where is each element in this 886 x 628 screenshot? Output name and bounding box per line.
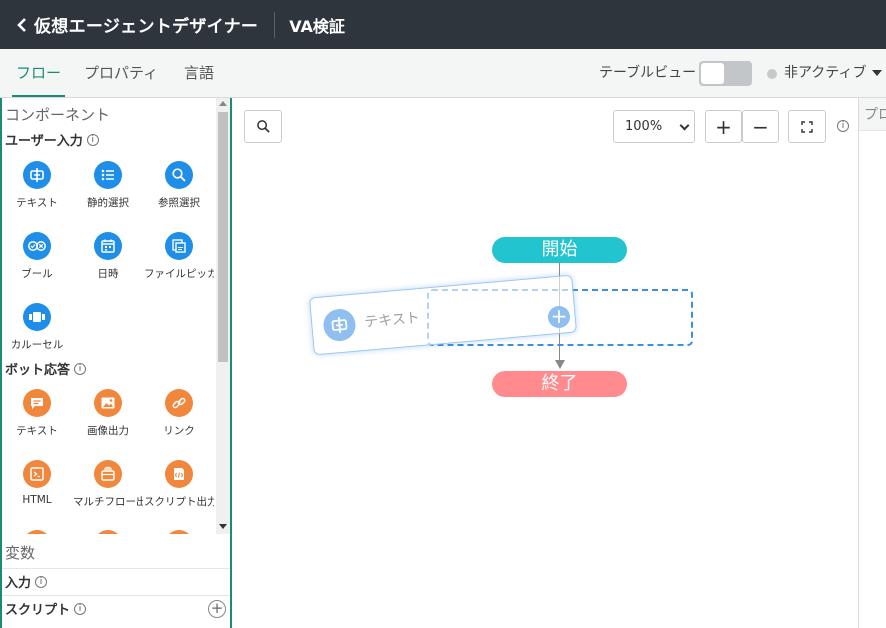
flow-canvas[interactable]: 100% + − i 開始 テキスト + 終了: [232, 98, 858, 628]
component-icon: [94, 530, 122, 534]
dragged-component-label: テキスト: [363, 310, 421, 331]
properties-panel-header: プロパティ: [859, 98, 886, 131]
toggle-knob: [701, 63, 724, 84]
back-button[interactable]: [0, 0, 28, 49]
scroll-down-icon[interactable]: [219, 524, 227, 529]
flow-name: VA検証: [289, 16, 345, 36]
link-icon: [165, 389, 193, 417]
info-icon[interactable]: i: [74, 362, 87, 375]
component-html[interactable]: HTML: [2, 460, 72, 506]
end-node[interactable]: 終了: [492, 371, 627, 397]
dragged-text-component[interactable]: テキスト: [308, 274, 578, 356]
info-icon[interactable]: i: [74, 602, 87, 615]
fullscreen-icon: [801, 120, 813, 133]
component-script-output[interactable]: スクリプト出力: [144, 460, 214, 509]
component-text-output[interactable]: テキスト: [2, 389, 72, 438]
info-icon[interactable]: i: [837, 120, 849, 132]
app-header: 仮想エージェントデザイナー VA検証: [0, 0, 886, 49]
component-file-picker[interactable]: ファイルピッカー: [144, 232, 214, 281]
component-static-choice[interactable]: 静的選択: [73, 161, 143, 210]
variables-input-row[interactable]: 入力 i: [2, 568, 230, 594]
bot-response-header: ボット応答 i: [5, 359, 87, 378]
zoom-out-button[interactable]: −: [742, 110, 779, 143]
image-icon: [94, 389, 122, 417]
component-icon: [23, 530, 51, 534]
list-icon: [94, 161, 122, 189]
fit-to-screen-button[interactable]: [788, 110, 826, 143]
user-input-header: ユーザー入力 i: [5, 130, 99, 149]
add-node-button[interactable]: +: [548, 306, 570, 328]
properties-panel-title: プロパティ: [864, 107, 886, 123]
component-boolean[interactable]: ブール: [2, 232, 72, 281]
tab-properties[interactable]: プロパティ: [84, 64, 159, 82]
add-script-button[interactable]: +: [208, 600, 226, 618]
html-icon: [23, 460, 51, 488]
component-datetime[interactable]: 日時: [73, 232, 143, 281]
status-dot: [767, 69, 777, 79]
carousel-icon: [23, 303, 51, 331]
status-dropdown[interactable]: 非アクティブ: [784, 65, 867, 81]
component-multiflow-output[interactable]: マルチフロー出力: [73, 460, 143, 509]
calendar-icon: [94, 232, 122, 260]
arrowhead-icon: [555, 360, 565, 369]
component-icon: [165, 530, 193, 534]
multiflow-icon: [94, 460, 122, 488]
zoom-select[interactable]: 100%: [613, 110, 695, 143]
zoom-in-button[interactable]: +: [705, 110, 742, 143]
variables-title: 変数: [5, 544, 36, 562]
variables-script-row[interactable]: スクリプト i +: [2, 595, 230, 621]
text-input-icon: [23, 161, 51, 189]
component-partial[interactable]: [2, 530, 72, 534]
user-input-title: ユーザー入力: [5, 134, 83, 149]
info-icon[interactable]: i: [35, 575, 48, 588]
component-carousel[interactable]: カルーセル: [2, 303, 72, 352]
tab-bar: フロー プロパティ 言語 テーブルビュー 非アクティブ: [0, 49, 886, 98]
component-reference-choice[interactable]: 参照選択: [144, 161, 214, 210]
search-icon: [256, 120, 270, 133]
tab-language[interactable]: 言語: [184, 64, 215, 82]
canvas-search-button[interactable]: [244, 110, 282, 143]
component-link[interactable]: リンク: [144, 389, 214, 438]
boolean-icon: [23, 232, 51, 260]
caret-down-icon[interactable]: [872, 70, 882, 76]
bot-response-title: ボット応答: [5, 363, 71, 378]
table-view-label: テーブルビュー: [599, 65, 697, 81]
scroll-up-icon[interactable]: [219, 101, 227, 106]
chevron-down-icon: [679, 120, 690, 131]
app-title: 仮想エージェントデザイナー: [34, 17, 259, 37]
header-divider: [274, 11, 276, 38]
component-image-output[interactable]: 画像出力: [73, 389, 143, 438]
component-palette: コンポーネント ユーザー入力 i テキスト 静的選択 参照選択: [2, 98, 216, 534]
component-partial[interactable]: [144, 530, 214, 534]
left-panel: コンポーネント ユーザー入力 i テキスト 静的選択 参照選択: [0, 98, 232, 628]
tab-flow[interactable]: フロー: [11, 49, 66, 97]
file-picker-icon: [165, 232, 193, 260]
chevron-left-icon: [17, 17, 26, 32]
component-partial[interactable]: [73, 530, 143, 534]
properties-panel: プロパティ: [858, 98, 886, 628]
components-title: コンポーネント: [5, 106, 111, 124]
component-text-input[interactable]: テキスト: [2, 161, 72, 210]
scroll-thumb[interactable]: [218, 112, 228, 362]
message-icon: [23, 389, 51, 417]
palette-scrollbar[interactable]: [216, 98, 230, 534]
search-icon: [165, 161, 193, 189]
info-icon[interactable]: i: [86, 133, 99, 146]
script-output-icon: [165, 460, 193, 488]
start-node[interactable]: 開始: [492, 237, 627, 263]
table-view-toggle[interactable]: [699, 61, 752, 86]
text-input-icon: [322, 307, 357, 343]
